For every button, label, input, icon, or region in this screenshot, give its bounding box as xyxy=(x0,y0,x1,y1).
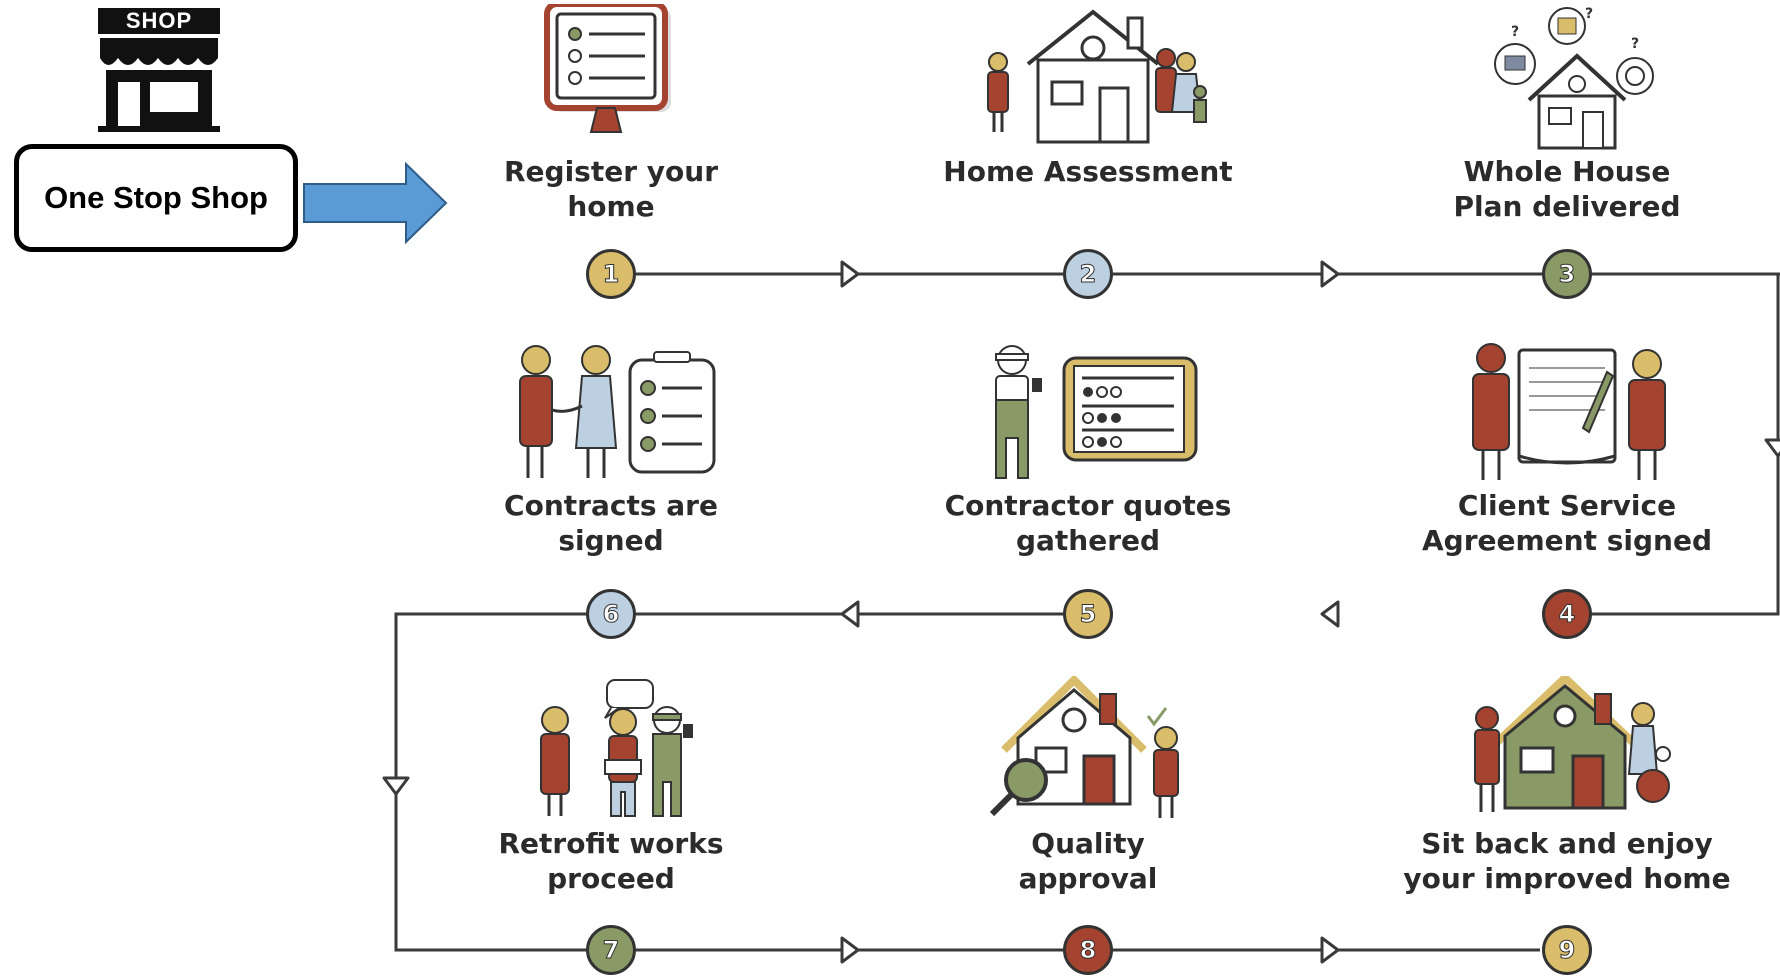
happy-home-icon xyxy=(1474,676,1671,812)
step-6: Contracts are signed xyxy=(431,338,791,558)
step-1-label: Register your home xyxy=(503,155,719,223)
step-6-badge: 6 xyxy=(586,589,636,639)
shop-logo: SHOP xyxy=(98,8,220,132)
storefront-icon xyxy=(98,38,220,132)
handshake-clipboard-icon xyxy=(519,345,716,478)
step-5-label: Contractor quotes gathered xyxy=(944,489,1232,557)
step-8-badge: 8 xyxy=(1063,925,1113,975)
step-2-badge: 2 xyxy=(1063,249,1113,299)
flow-arrow-left-icon xyxy=(1320,600,1340,628)
pointer-arrow-icon xyxy=(303,162,448,244)
step-7-badge: 7 xyxy=(586,925,636,975)
flow-arrow-right-icon xyxy=(1320,260,1340,288)
workers-icon xyxy=(540,679,693,817)
step-2: Home Assessment xyxy=(908,4,1268,189)
step-8-label: Quality approval xyxy=(1018,827,1158,895)
step-4-badge: 4 xyxy=(1542,589,1592,639)
step-6-label: Contracts are signed xyxy=(504,489,718,557)
house-inspection-icon xyxy=(989,676,1179,818)
monitor-checklist-icon xyxy=(544,4,671,133)
house-plan-icon: ? ? ? xyxy=(1494,6,1654,150)
svg-text:?: ? xyxy=(1585,6,1593,22)
step-1: Register your home xyxy=(431,4,791,224)
house-family-icon xyxy=(987,9,1207,144)
step-9-badge: 9 xyxy=(1542,925,1592,975)
contractor-tablet-icon xyxy=(995,345,1198,479)
agreement-document-icon xyxy=(1472,343,1666,480)
flow-arrow-right-icon xyxy=(840,936,860,964)
shop-sign: SHOP xyxy=(98,8,220,34)
step-7: Retrofit works proceed xyxy=(431,676,791,896)
step-5-badge: 5 xyxy=(1063,589,1113,639)
step-3-label: Whole House Plan delivered xyxy=(1453,155,1681,223)
step-3: ? ? ? Whole House Plan delivered xyxy=(1387,4,1747,224)
flow-arrow-right-icon xyxy=(1320,936,1340,964)
flow-arrow-left-icon xyxy=(840,600,860,628)
one-stop-shop-box: One Stop Shop xyxy=(14,144,298,252)
step-4-label: Client Service Agreement signed xyxy=(1421,489,1712,557)
flow-arrow-down-icon xyxy=(1764,438,1780,458)
step-5: Contractor quotes gathered xyxy=(908,338,1268,558)
step-7-label: Retrofit works proceed xyxy=(498,827,724,895)
step-3-badge: 3 xyxy=(1542,249,1592,299)
flow-arrow-right-icon xyxy=(840,260,860,288)
step-4: Client Service Agreement signed xyxy=(1387,338,1747,558)
flow-arrow-down-icon xyxy=(382,776,410,796)
step-1-badge: 1 xyxy=(586,249,636,299)
step-9-label: Sit back and enjoy your improved home xyxy=(1403,827,1731,895)
step-2-label: Home Assessment xyxy=(943,155,1233,188)
svg-text:?: ? xyxy=(1511,24,1519,40)
step-9: Sit back and enjoy your improved home xyxy=(1387,676,1747,896)
one-stop-shop-label: One Stop Shop xyxy=(44,180,268,215)
step-8: Quality approval xyxy=(908,676,1268,896)
svg-text:?: ? xyxy=(1631,36,1639,52)
